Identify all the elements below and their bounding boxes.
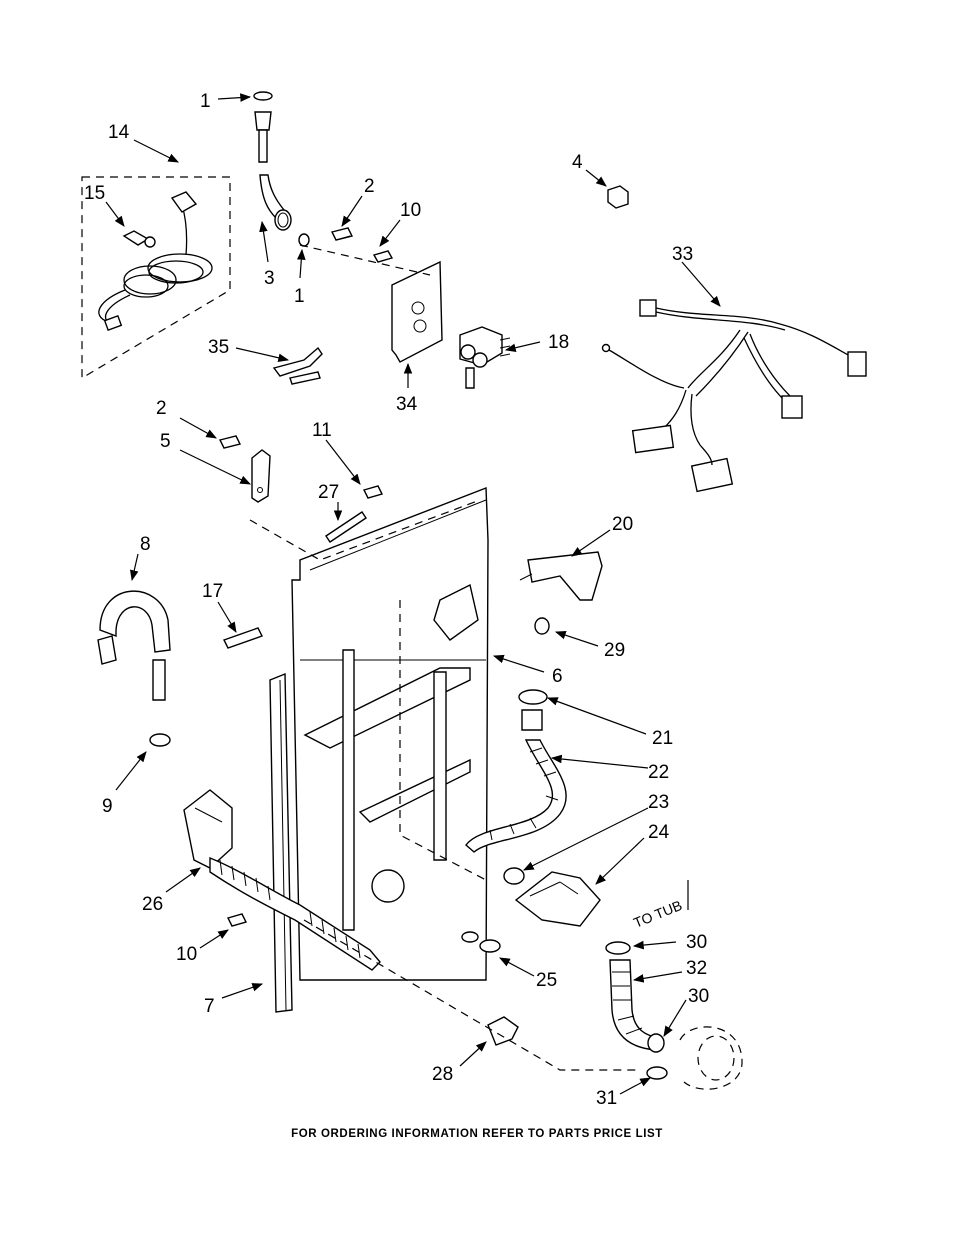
corner-brace — [269, 672, 293, 1013]
callout-21: 21 — [652, 728, 673, 749]
callout-30-lower: 30 — [688, 986, 709, 1007]
callout-10-bottom: 10 — [176, 944, 197, 965]
valve-bracket — [299, 244, 443, 363]
inlet-hose-assembly — [253, 91, 310, 247]
callout-35: 35 — [208, 337, 229, 358]
water-valve — [459, 326, 511, 389]
drain-hose-coil — [209, 856, 381, 971]
power-cord-dashed-box — [81, 176, 231, 380]
hose-clip — [487, 1016, 519, 1046]
snap-ring — [534, 617, 550, 635]
callout-23: 23 — [648, 792, 669, 813]
hose-clamp — [149, 733, 171, 747]
harness-connector-b — [847, 351, 867, 377]
ground-terminal — [601, 343, 611, 353]
callout-15: 15 — [84, 183, 105, 204]
tub-hose-clamp-top — [605, 941, 631, 955]
callout-10-top: 10 — [400, 200, 421, 221]
rear-panel — [249, 486, 489, 981]
harness-connector-e — [690, 457, 734, 493]
harness-connector-d — [631, 424, 675, 454]
drain-hose-internal — [465, 709, 567, 853]
screw-mid-11 — [362, 485, 384, 499]
ground-strap — [251, 449, 271, 503]
callout-14: 14 — [108, 122, 130, 143]
clip — [607, 185, 629, 209]
callout-labels: 1 14 15 3 1 2 10 4 33 18 35 34 2 5 11 27… — [84, 91, 709, 1109]
screw-top-2 — [330, 227, 354, 241]
inlet-washer-small — [298, 233, 310, 247]
harness-connector-c — [781, 395, 803, 419]
plug-button — [461, 931, 501, 953]
pump-mount — [514, 871, 601, 927]
screw-mid-2 — [218, 435, 242, 449]
callout-34: 34 — [396, 394, 418, 415]
callout-30-top: 30 — [686, 932, 707, 953]
screw-top-10 — [372, 250, 394, 263]
callout-2-mid: 2 — [156, 398, 167, 419]
tub-hose-clamp-bottom — [646, 1066, 668, 1080]
harness-connector-a — [639, 299, 657, 317]
callout-27: 27 — [318, 482, 339, 503]
assembly-leader — [303, 919, 640, 1071]
leaders — [105, 93, 721, 1095]
callout-8: 8 — [140, 534, 151, 555]
hose-clip-bracket — [272, 346, 323, 385]
footer-note: FOR ORDERING INFORMATION REFER TO PARTS … — [291, 1128, 663, 1140]
callout-22: 22 — [648, 762, 669, 783]
drain-hose-cover — [183, 789, 233, 869]
callout-31: 31 — [596, 1088, 617, 1109]
callout-11: 11 — [312, 420, 332, 441]
callout-5: 5 — [160, 431, 171, 452]
callout-25: 25 — [536, 970, 557, 991]
hose-bracket — [519, 551, 603, 601]
callout-7: 7 — [204, 996, 215, 1017]
tub-hose-clamp-mid — [647, 1033, 665, 1053]
panel-strip — [325, 511, 367, 543]
hose-clamp-top — [518, 689, 548, 705]
strain-relief — [122, 230, 156, 248]
callout-26: 26 — [142, 894, 163, 915]
clip-bracket — [223, 627, 263, 649]
screw-bottom-10 — [226, 913, 248, 927]
callout-29: 29 — [604, 640, 625, 661]
callout-32: 32 — [686, 958, 707, 979]
power-cord — [98, 191, 213, 331]
callout-2-top: 2 — [364, 176, 375, 197]
callout-6: 6 — [552, 666, 563, 687]
panel-plug — [371, 869, 405, 903]
callout-24: 24 — [648, 822, 670, 843]
hose-clamp-lower — [503, 867, 525, 885]
callout-1-top: 1 — [200, 91, 211, 112]
callout-33: 33 — [672, 244, 693, 265]
callout-9: 9 — [102, 796, 113, 817]
callout-3: 3 — [264, 268, 275, 289]
callout-4: 4 — [572, 152, 583, 173]
wire-harness — [601, 299, 867, 493]
to-tub-label: TO TUB — [631, 897, 684, 931]
callout-20: 20 — [612, 514, 633, 535]
inlet-washer — [253, 91, 273, 101]
power-cord-group — [81, 176, 231, 380]
callout-1-lower: 1 — [294, 286, 305, 307]
access-hole — [433, 583, 479, 641]
tub-hose-assembly — [605, 880, 743, 1090]
callout-17: 17 — [202, 581, 223, 602]
callout-18: 18 — [548, 332, 569, 353]
hose-guide — [97, 590, 171, 701]
callout-28: 28 — [432, 1064, 453, 1085]
